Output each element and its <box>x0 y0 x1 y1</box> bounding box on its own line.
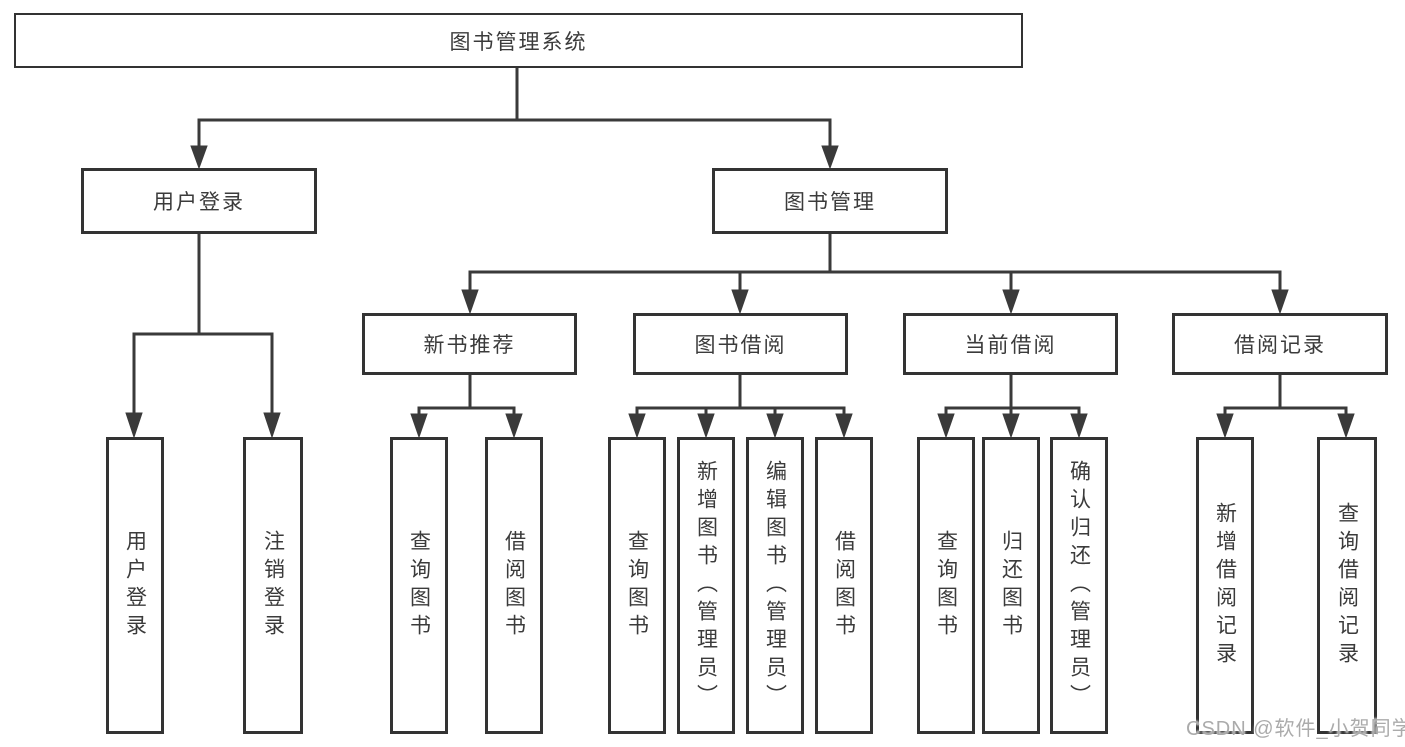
node-library-management-system: 图书管理系统 <box>14 13 1023 68</box>
node-edit-books-admin: 编辑图书（管理员） <box>746 437 804 734</box>
node-borrow-books-recommend: 借阅图书 <box>485 437 543 734</box>
node-query-borrow-record: 查询借阅记录 <box>1317 437 1377 734</box>
csdn-watermark: CSDN @软件_小贺同学 <box>1186 718 1405 740</box>
node-add-books-admin: 新增图书（管理员） <box>677 437 735 734</box>
node-new-book-recommendation: 新书推荐 <box>362 313 577 375</box>
node-query-books-recommend: 查询图书 <box>390 437 448 734</box>
connector-user-login-children <box>125 232 281 439</box>
node-borrow-books-leaf: 借阅图书 <box>815 437 873 734</box>
node-user-login-leaf: 用户登录 <box>106 437 164 734</box>
node-query-books-current: 查询图书 <box>917 437 975 734</box>
connector-book-borrowing-children <box>628 373 853 439</box>
connector-new-book-recommendation-children <box>410 373 523 439</box>
node-return-books: 归还图书 <box>982 437 1040 734</box>
connector-root-to-level2 <box>190 66 839 170</box>
node-book-borrowing: 图书借阅 <box>633 313 848 375</box>
node-confirm-return-admin: 确认归还（管理员） <box>1050 437 1108 734</box>
connector-book-management-children <box>461 232 1289 315</box>
node-logout-login: 注销登录 <box>243 437 303 734</box>
node-user-login: 用户登录 <box>81 168 317 234</box>
node-borrowing-records: 借阅记录 <box>1172 313 1388 375</box>
node-query-books-borrowing: 查询图书 <box>608 437 666 734</box>
node-book-management: 图书管理 <box>712 168 948 234</box>
connector-current-borrowing-children <box>937 373 1088 439</box>
connector-borrowing-records-children <box>1216 373 1355 439</box>
node-add-borrow-record: 新增借阅记录 <box>1196 437 1254 734</box>
node-current-borrowing: 当前借阅 <box>903 313 1118 375</box>
